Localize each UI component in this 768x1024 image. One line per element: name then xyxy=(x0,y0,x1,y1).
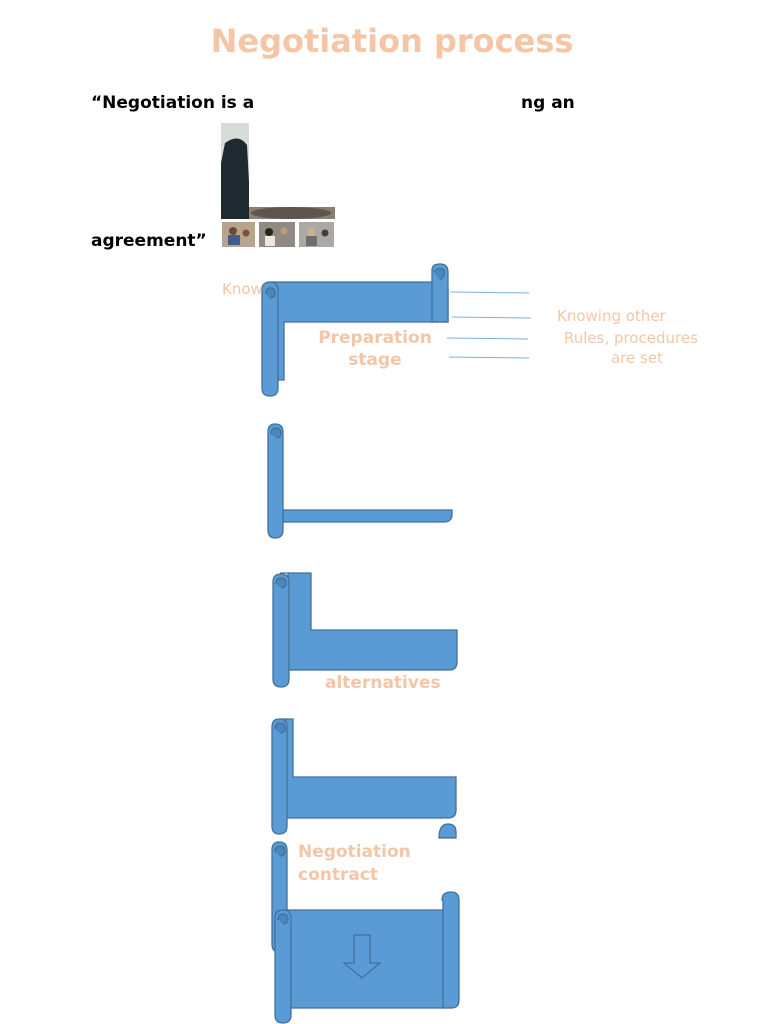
label-rules-line1: Rules, procedures xyxy=(564,329,698,347)
scroll-stage-2 xyxy=(267,423,453,539)
scroll-stage-4 xyxy=(271,718,457,835)
quote-line1-start: “Negotiation is a xyxy=(91,93,255,113)
label-rules-line2: are set xyxy=(611,349,663,367)
slide-title: Negotiation process xyxy=(210,22,574,60)
meeting-photo-collage xyxy=(221,123,335,249)
down-arrow-icon xyxy=(342,934,382,979)
connector-lines xyxy=(446,291,532,359)
label-alternatives: alternatives xyxy=(325,673,441,693)
scroll-alternatives xyxy=(272,572,458,688)
label-contract-line2: contract xyxy=(298,865,379,885)
label-preparation-stage: Preparation stage xyxy=(318,328,432,370)
label-knowing-other: Knowing other xyxy=(557,307,666,325)
label-contract-line1: Negotiation xyxy=(298,842,411,862)
scroll-preparation xyxy=(261,263,449,397)
quote-line2: agreement” xyxy=(91,231,207,251)
label-know-fragment: Know xyxy=(222,280,263,298)
quote-line1-end: ng an xyxy=(521,93,575,113)
